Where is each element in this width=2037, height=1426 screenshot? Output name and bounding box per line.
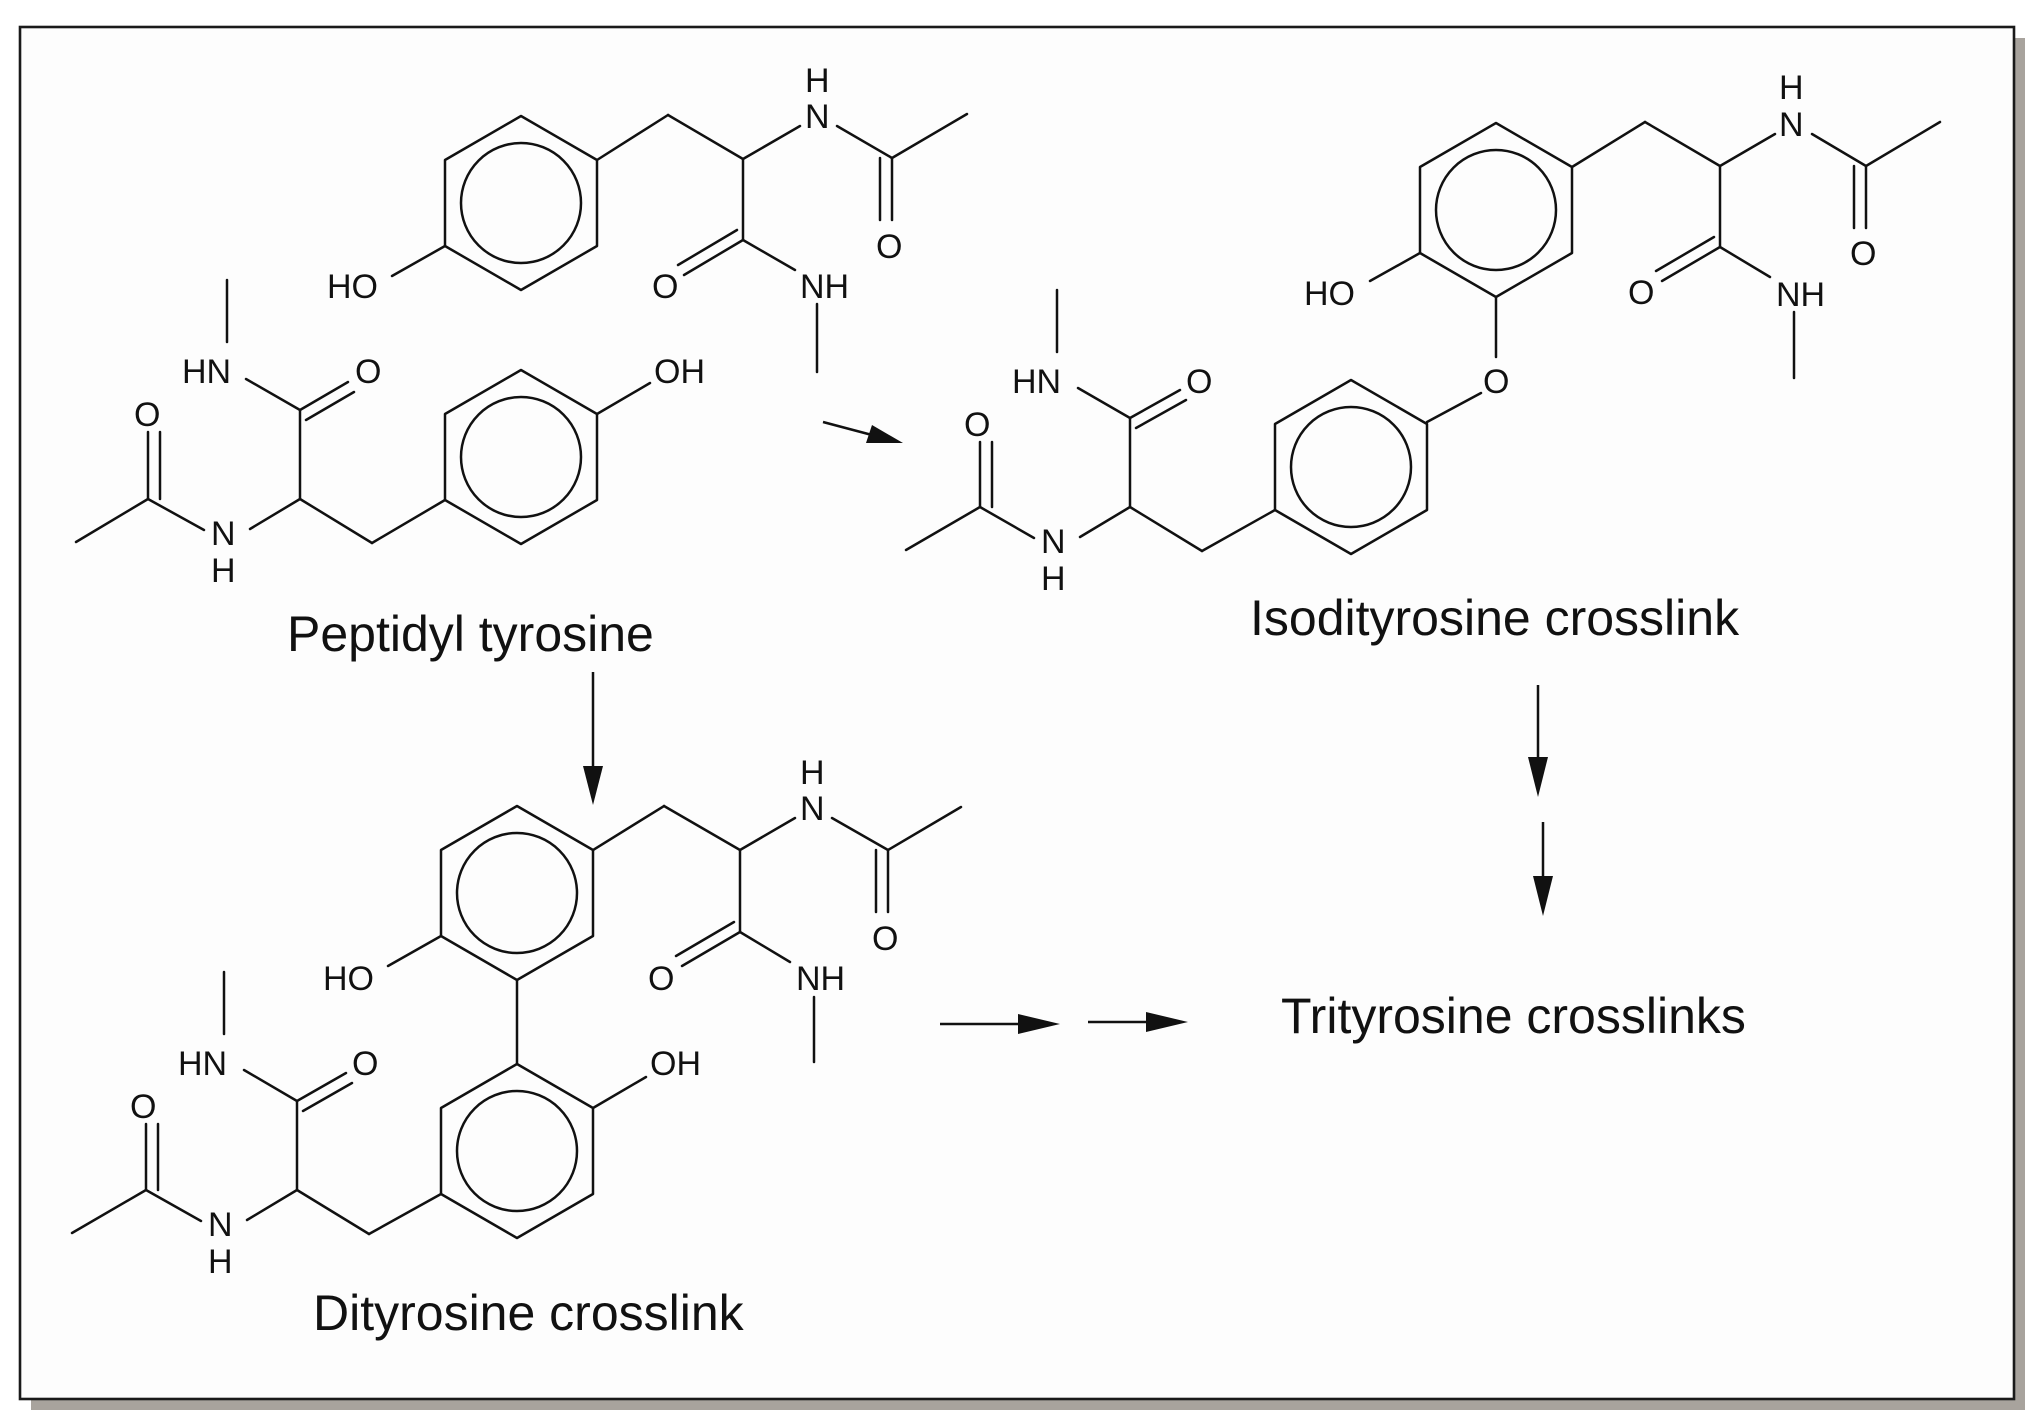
atom-oh: OH xyxy=(650,1045,701,1083)
atom-o: O xyxy=(876,228,902,266)
atom-o: O xyxy=(1186,363,1212,401)
atom-nh: NH xyxy=(796,960,845,998)
atom-hn: HN xyxy=(178,1045,227,1083)
label-trityrosine: Trityrosine crosslinks xyxy=(1281,988,1746,1044)
atom-hn: HN xyxy=(1012,363,1061,401)
atom-n: N xyxy=(208,1206,233,1244)
arrow-iso-to-trityrosine-step1 xyxy=(1528,685,1548,797)
arrow-di-to-trityrosine-step1 xyxy=(940,1014,1060,1034)
atom-o: O xyxy=(352,1045,378,1083)
atom-n: N xyxy=(800,790,825,828)
atom-o: O xyxy=(872,920,898,958)
atom-n: N xyxy=(805,98,830,136)
peptidyl-tyrosine-lower: HN O OH O N H xyxy=(74,278,705,590)
atom-ho: HO xyxy=(323,960,374,998)
atom-o: O xyxy=(648,960,674,998)
atom-h: H xyxy=(211,552,236,590)
atom-oh: OH xyxy=(654,353,705,391)
atom-h: H xyxy=(208,1243,233,1281)
atom-hn: HN xyxy=(182,353,231,391)
atom-h: H xyxy=(805,62,830,100)
atom-o: O xyxy=(1850,235,1876,273)
atom-h: H xyxy=(1041,560,1066,598)
isodityrosine-upper: H N O O NH HO O xyxy=(1304,69,1942,401)
label-dityrosine: Dityrosine crosslink xyxy=(313,1285,745,1341)
atom-nh: NH xyxy=(800,268,849,306)
atom-n: N xyxy=(1779,106,1804,144)
atom-o: O xyxy=(134,396,160,434)
dityrosine-lower: HN O OH O N H xyxy=(70,970,701,1281)
atom-h: H xyxy=(1779,69,1804,107)
atom-ho: HO xyxy=(1304,275,1355,313)
atom-n: N xyxy=(211,515,236,553)
atom-h: H xyxy=(800,754,825,792)
arrow-to-isodityrosine xyxy=(822,420,903,443)
arrow-di-to-trityrosine-step2 xyxy=(1088,1012,1188,1032)
label-isodityrosine: Isodityrosine crosslink xyxy=(1250,590,1740,646)
arrow-iso-to-trityrosine-step2 xyxy=(1533,822,1553,916)
frame xyxy=(18,25,2016,1401)
atom-n: N xyxy=(1041,523,1066,561)
peptidyl-tyrosine-upper: H N O O NH HO xyxy=(327,62,969,374)
atom-o: O xyxy=(964,406,990,444)
atom-o-ether: O xyxy=(1483,363,1509,401)
atom-nh: NH xyxy=(1776,276,1825,314)
atom-o: O xyxy=(652,268,678,306)
atom-ho: HO xyxy=(327,268,378,306)
label-peptidyl-tyrosine: Peptidyl tyrosine xyxy=(287,606,654,662)
atom-o: O xyxy=(130,1088,156,1126)
atom-o: O xyxy=(355,353,381,391)
arrow-to-dityrosine xyxy=(583,672,603,805)
dityrosine-upper: H N O O NH HO xyxy=(323,754,963,1066)
isodityrosine-lower: HN O O N H xyxy=(904,288,1483,598)
atom-o: O xyxy=(1628,274,1654,312)
